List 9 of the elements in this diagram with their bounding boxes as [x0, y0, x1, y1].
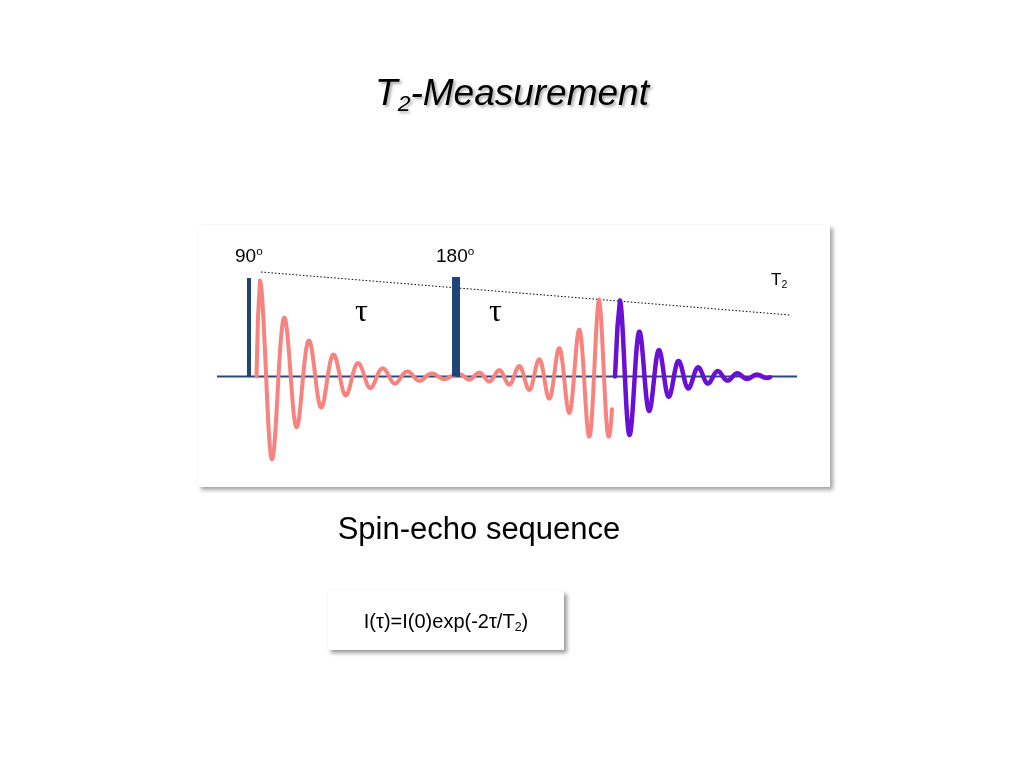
delay-label: τ — [355, 293, 368, 329]
decay-constant-label: T$_{2}$ — [771, 271, 788, 290]
title: T$_{2}$-Measurement — [375, 72, 649, 114]
formula-text: I(τ)=I(0)exp(-2τ/T$_{2}$) — [363, 608, 529, 633]
formula-box — [328, 591, 564, 650]
delay-label: τ — [489, 293, 502, 329]
pulse-angle-label: 180$^{o}$ — [436, 246, 475, 267]
caption: Spin-echo sequence — [337, 510, 621, 548]
pulse-angle-label: 90$^{o}$ — [235, 246, 263, 267]
